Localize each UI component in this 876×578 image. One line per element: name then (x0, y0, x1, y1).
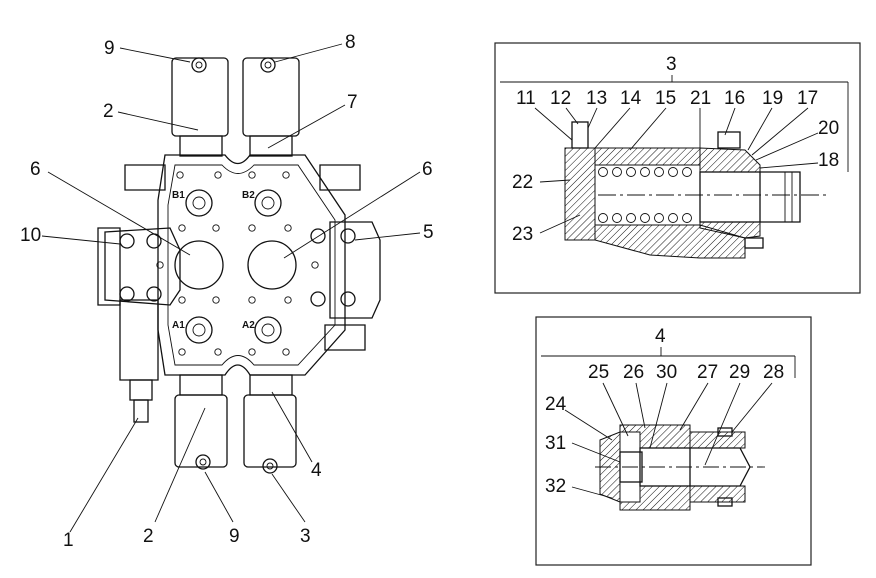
callout-22: 22 (512, 172, 533, 193)
callout-7: 7 (347, 92, 358, 113)
callout-6-right: 6 (422, 159, 433, 180)
tapped-hole (212, 296, 220, 304)
callout-18: 18 (818, 150, 839, 171)
detail-3-leaders (534, 107, 819, 234)
callout-26: 26 (623, 362, 644, 383)
spring-coil (654, 167, 664, 177)
detail-4-leaders (564, 382, 773, 499)
tapped-hole (282, 171, 290, 179)
tapped-hole (156, 261, 164, 269)
tapped-hole (178, 348, 186, 356)
callout-1: 1 (63, 530, 74, 551)
callout-3-bottom: 3 (300, 526, 311, 547)
tapped-hole (178, 296, 186, 304)
spring-coil (598, 213, 608, 223)
spring-coil (626, 213, 636, 223)
leader-lines (41, 43, 421, 533)
callout-6-left: 6 (30, 159, 41, 180)
callout-12: 12 (550, 88, 571, 109)
top-solenoid-right (242, 57, 300, 157)
callout-10: 10 (20, 225, 41, 246)
spring-coil (668, 213, 678, 223)
spring-coil (682, 213, 692, 223)
callout-31: 31 (545, 433, 566, 454)
port-label-b1: B1 (172, 190, 185, 201)
tapped-hole (214, 348, 222, 356)
tapped-hole (248, 348, 256, 356)
spring-coil (598, 167, 608, 177)
callout-23: 23 (512, 224, 533, 245)
port-label-a2: A2 (242, 320, 255, 331)
tapped-hole (248, 224, 256, 232)
tapped-hole (311, 261, 319, 269)
spring-coil (626, 167, 636, 177)
callout-24: 24 (545, 394, 567, 415)
tapped-hole (214, 171, 222, 179)
callout-2-top: 2 (103, 101, 114, 122)
detail-3-title: 3 (666, 54, 677, 75)
callout-21: 21 (690, 88, 711, 109)
spring-coil (654, 213, 664, 223)
callout-5: 5 (423, 222, 434, 243)
callout-29: 29 (729, 362, 750, 383)
callout-4: 4 (311, 460, 322, 481)
tapped-hole (176, 171, 184, 179)
callout-20: 20 (818, 118, 839, 139)
bottom-solenoid-right (243, 374, 297, 474)
callout-17: 17 (797, 88, 818, 109)
spring-coil (612, 213, 622, 223)
callout-9-top: 9 (104, 38, 115, 59)
port-label-a1: A1 (172, 320, 185, 331)
spring-coils (598, 167, 692, 223)
tapped-hole (248, 171, 256, 179)
detail-4-title: 4 (655, 326, 666, 347)
callout-16: 16 (724, 88, 745, 109)
tapped-hole (284, 296, 292, 304)
spring-coil (612, 167, 622, 177)
callout-19: 19 (762, 88, 783, 109)
spring-coil (640, 167, 650, 177)
callout-28: 28 (763, 362, 784, 383)
tapped-holes (156, 171, 319, 356)
callout-11: 11 (516, 88, 536, 109)
callout-14: 14 (620, 88, 642, 109)
tapped-hole (212, 224, 220, 232)
callout-15: 15 (655, 88, 676, 109)
spring-coil (682, 167, 692, 177)
plate-bolts (119, 228, 356, 307)
tapped-hole (284, 224, 292, 232)
port-label-b2: B2 (242, 190, 255, 201)
callout-2-bottom: 2 (143, 526, 154, 547)
callout-25: 25 (588, 362, 609, 383)
detail-4-panel: 4 25 26 30 27 29 28 24 (535, 316, 812, 566)
tapped-hole (248, 296, 256, 304)
top-solenoid-left (171, 57, 229, 157)
spring-coil (640, 213, 650, 223)
spring-coil (668, 167, 678, 177)
bottom-solenoid-left (174, 374, 228, 470)
tapped-hole (282, 348, 290, 356)
callout-32: 32 (545, 476, 566, 497)
callout-30: 30 (656, 362, 677, 383)
callout-27: 27 (697, 362, 718, 383)
detail-3-panel: 3 (494, 42, 861, 294)
work-ports (185, 189, 282, 344)
tapped-hole (178, 224, 186, 232)
main-valve-view: B1 B2 A1 A2 9 8 2 7 6 6 10 5 4 1 (20, 32, 434, 551)
callout-9-bottom: 9 (229, 526, 240, 547)
callout-8: 8 (345, 32, 356, 53)
callout-13: 13 (586, 88, 607, 109)
